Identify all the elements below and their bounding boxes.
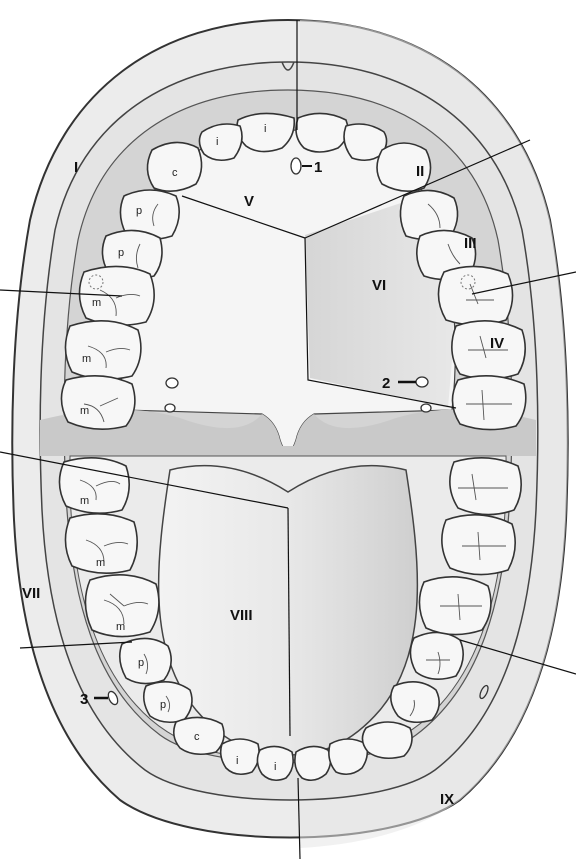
region-label-iii: III	[464, 235, 477, 252]
letter-i-upper-2: i	[216, 136, 218, 148]
palatine-foramen-left-2	[165, 404, 175, 412]
lower-lateral-incisor-left	[221, 739, 259, 774]
upper-molar-3-right	[452, 376, 525, 430]
palatine-foramen-left-1	[166, 378, 178, 388]
lower-premolar-2-left	[120, 638, 171, 683]
fauces-band	[40, 446, 536, 456]
letter-m-lower-1: m	[80, 495, 89, 507]
letter-m-upper-2: m	[82, 353, 91, 365]
incisive-papilla	[291, 158, 301, 174]
lower-molar-3-right	[450, 458, 521, 515]
letter-i-upper-1: i	[264, 123, 266, 135]
upper-molar-3-left	[61, 376, 134, 429]
letter-p-upper-2: p	[118, 247, 124, 259]
lower-canine-right	[362, 722, 412, 758]
lower-premolar-2-right	[410, 632, 463, 679]
lower-central-incisor-right	[295, 746, 331, 780]
marker-label-3: 3	[80, 691, 88, 708]
palatine-foramen-right-2	[421, 404, 431, 412]
region-label-v: V	[244, 193, 254, 210]
region-label-vi: VI	[372, 277, 386, 294]
letter-p-lower-2: p	[160, 699, 166, 711]
letter-m-lower-3: m	[116, 621, 125, 633]
palatine-foramen-right-1	[416, 377, 428, 387]
region-label-ix: IX	[440, 791, 454, 808]
letter-m-upper-1: m	[92, 297, 101, 309]
upper-central-incisor-right	[296, 113, 348, 152]
letter-p-upper-1: p	[136, 205, 142, 217]
region-label-viii: VIII	[230, 607, 253, 624]
letter-m-lower-2: m	[96, 557, 105, 569]
lower-premolar-1-left	[144, 682, 192, 722]
region-label-ii: II	[416, 163, 424, 180]
upper-molar-1-right	[438, 266, 512, 325]
letter-p-lower-1: p	[138, 657, 144, 669]
letter-c-lower: c	[194, 731, 200, 743]
letter-m-upper-3: m	[80, 405, 89, 417]
upper-lateral-incisor-left	[199, 124, 242, 160]
region-label-iv: IV	[490, 335, 504, 352]
marker-label-1: 1	[314, 159, 322, 176]
lower-premolar-1-right	[391, 682, 439, 722]
marker-label-2: 2	[382, 375, 390, 392]
lower-lateral-incisor-right	[329, 739, 367, 774]
letter-c-upper: c	[172, 167, 178, 179]
letter-i-lower-1: i	[236, 755, 238, 767]
region-label-i: I	[74, 159, 78, 176]
region-label-vii: VII	[22, 585, 40, 602]
letter-i-lower-2: i	[274, 761, 276, 773]
